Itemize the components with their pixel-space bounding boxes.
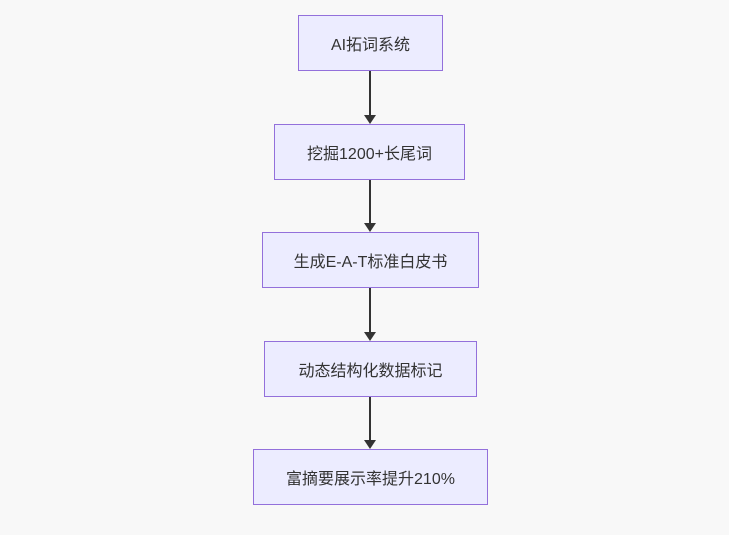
flow-node-label: 动态结构化数据标记 (298, 363, 443, 380)
flow-node-label: AI拓词系统 (330, 37, 411, 54)
flow-arrow-3 (364, 288, 376, 341)
flow-node-label: 挖掘1200+长尾词 (307, 146, 432, 163)
arrowhead-down-icon (364, 440, 376, 449)
arrow-line (369, 71, 371, 115)
flow-arrow-2 (364, 180, 376, 232)
flow-node-label: 生成E-A-T标准白皮书 (293, 254, 448, 271)
flow-arrow-4 (364, 397, 376, 449)
arrow-line (369, 180, 371, 223)
arrow-line (369, 288, 371, 332)
flow-node-eat-whitepaper: 生成E-A-T标准白皮书 (262, 232, 479, 288)
arrowhead-down-icon (364, 115, 376, 124)
arrowhead-down-icon (364, 223, 376, 232)
flow-node-rich-snippet-uplift: 富摘要展示率提升210% (253, 449, 488, 505)
flow-node-ai-keyword-system: AI拓词系统 (298, 15, 443, 71)
flow-node-label: 富摘要展示率提升210% (286, 471, 455, 488)
flow-node-longtail-mining: 挖掘1200+长尾词 (274, 124, 465, 180)
arrowhead-down-icon (364, 332, 376, 341)
arrow-line (369, 397, 371, 440)
flow-node-structured-data-markup: 动态结构化数据标记 (264, 341, 477, 397)
flow-arrow-1 (364, 71, 376, 124)
